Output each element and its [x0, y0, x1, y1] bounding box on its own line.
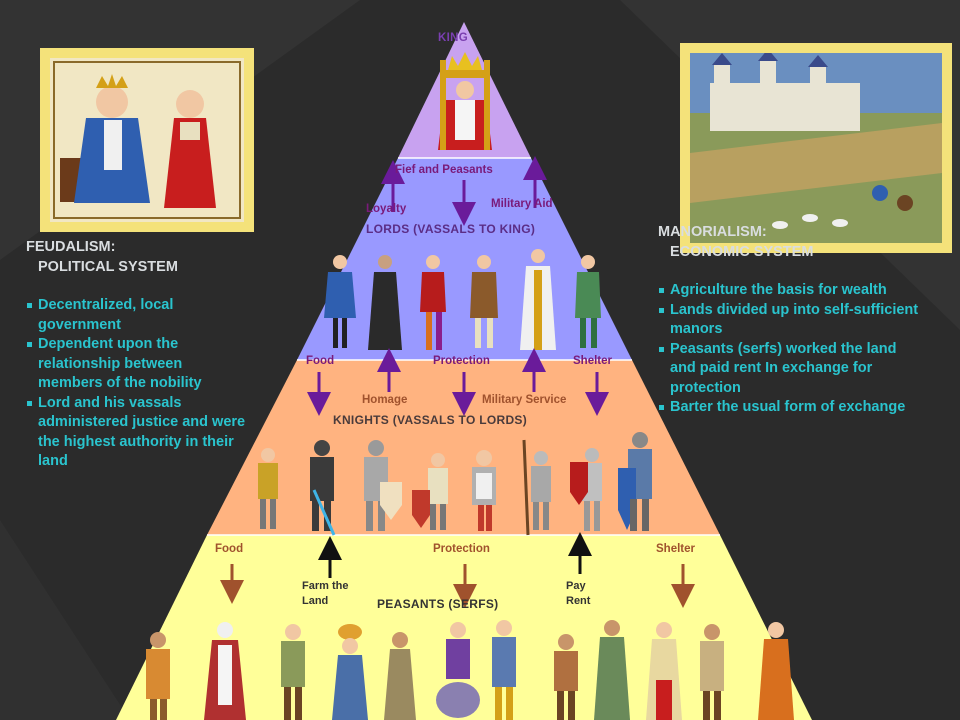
manorialism-subtitle: ECONOMIC SYSTEM: [670, 243, 814, 260]
feudalism-subtitle: POLITICAL SYSTEM: [38, 258, 178, 275]
manorialism-panel: MANORIALISM: ECONOMIC SYSTEM Agriculture…: [658, 223, 953, 418]
peasants-shelter-label: Shelter: [656, 543, 695, 555]
king-and-vassal-illustration: [50, 58, 244, 222]
peasants-protection-label: Protection: [433, 543, 490, 555]
king-label: KING: [438, 32, 468, 44]
peasants-food-label: Food: [215, 543, 244, 555]
manorialism-illustration-frame: [680, 43, 952, 253]
peasant-figures: [146, 620, 794, 720]
pay-rent-label: Pay Rent: [566, 580, 591, 607]
king-and-vassal-image: [50, 58, 244, 222]
lords-heading: LORDS (VASSALS TO KING): [366, 222, 536, 236]
military-service-label: Military Service: [482, 394, 567, 406]
manorialism-bullets: Agriculture the basis for wealth Lands d…: [658, 281, 953, 418]
knights-food-label: Food: [306, 355, 335, 367]
feudalism-title: FEUDALISM:: [26, 239, 116, 255]
manorialism-title: MANORIALISM:: [658, 224, 767, 240]
king-figure: [438, 52, 492, 150]
manorialism-bullet: Agriculture the basis for wealth: [658, 281, 953, 301]
fief-and-peasants-label: Fief and Peasants: [395, 164, 493, 176]
military-aid-label: Military Aid: [491, 198, 553, 210]
medieval-manor-image: [690, 49, 942, 243]
medieval-manor-illustration: [690, 49, 942, 243]
lord-figures: [324, 249, 601, 350]
knights-heading: KNIGHTS (VASSALS TO LORDS): [333, 413, 528, 427]
homage-label: Homage: [362, 394, 408, 406]
loyalty-label: Loyalty: [366, 203, 407, 215]
knights-protection-label: Protection: [433, 355, 490, 367]
peasants-heading: PEASANTS (SERFS): [377, 597, 499, 611]
knights-shelter-label: Shelter: [573, 355, 612, 367]
knight-figures: [258, 432, 652, 536]
manorialism-bullet: Barter the usual form of exchange: [658, 398, 953, 418]
feudalism-panel: FEUDALISM: POLITICAL SYSTEM Decentralize…: [26, 238, 276, 472]
feudalism-illustration-frame: [40, 48, 254, 232]
farm-the-land-label: Farm the Land: [302, 580, 349, 607]
